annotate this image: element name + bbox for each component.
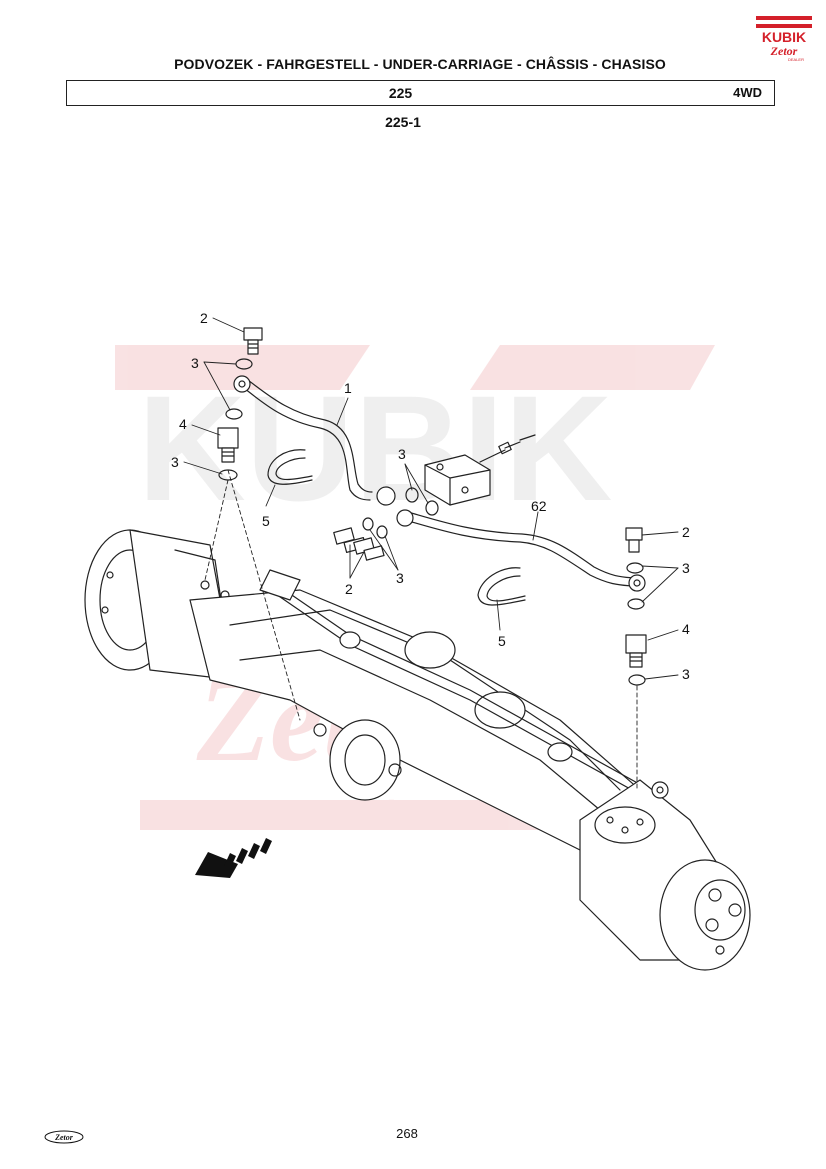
- adapter-right: [625, 634, 647, 668]
- callout-3-lower-left: 3: [171, 454, 179, 470]
- callout-2-top-left: 2: [200, 310, 208, 326]
- clip-left: [267, 449, 313, 485]
- assembly-lines: [204, 469, 638, 791]
- axle-housing: [189, 589, 661, 861]
- callout-5-right: 5: [498, 633, 506, 649]
- callout-2-center: 2: [345, 581, 353, 597]
- logo-zetor-text: Zetor: [770, 44, 798, 58]
- page-title: PODVOZEK - FAHRGESTELL - UNDER-CARRIAGE …: [174, 56, 666, 72]
- logo-brand-text: KUBIK: [762, 29, 806, 45]
- header-box: 225 4WD: [66, 80, 775, 106]
- callout-2-right: 2: [682, 524, 690, 540]
- callout-5-left: 5: [262, 513, 270, 529]
- banjo-bolts-center: [333, 527, 385, 561]
- watermark-dealer-text: DEALER: [312, 791, 488, 840]
- callout-3-block: 3: [398, 446, 406, 462]
- kubik-zetor-logo: KUBIK Zetor DEALER: [756, 16, 812, 62]
- banjo-bolt-right: [625, 527, 643, 553]
- right-wheel-hub: [579, 779, 751, 971]
- callout-62: 62: [531, 498, 547, 514]
- distributor-block: [424, 434, 536, 506]
- steering-rod: [259, 569, 651, 801]
- variant-label: 4WD: [733, 85, 762, 100]
- callout-1: 1: [344, 380, 352, 396]
- footer-logo-text: Zetor: [54, 1133, 74, 1142]
- adapter-left: [217, 427, 239, 463]
- group-number: 225: [388, 85, 413, 101]
- clip-right: [477, 567, 526, 606]
- subgroup-label: 225-1: [385, 114, 421, 130]
- lubrication-line-left: [233, 375, 396, 506]
- footer-zetor-logo: Zetor: [44, 1130, 84, 1144]
- callout-3-center: 3: [396, 570, 404, 586]
- callout-4-left: 4: [179, 416, 187, 432]
- callout-3-upper-right: 3: [682, 560, 690, 576]
- callout-3-lower-right: 3: [682, 666, 690, 682]
- watermark-brand-text: KUBIK: [138, 364, 613, 532]
- lubrication-line-right: [396, 509, 646, 592]
- page-number: 268: [396, 1126, 418, 1141]
- callout-3-upper-left: 3: [191, 355, 199, 371]
- direction-arrow-icon: [195, 838, 272, 878]
- logo-dealer-text: DEALER: [788, 57, 804, 62]
- leader-lines: [183, 317, 679, 680]
- banjo-bolt-top-left: [243, 327, 263, 355]
- callout-4-right: 4: [682, 621, 690, 637]
